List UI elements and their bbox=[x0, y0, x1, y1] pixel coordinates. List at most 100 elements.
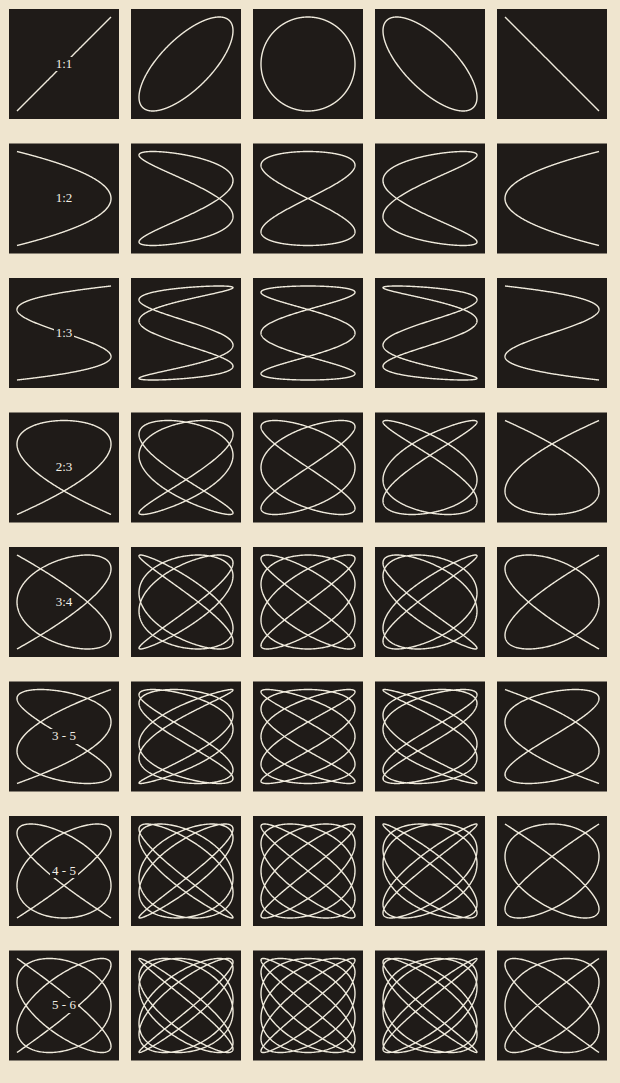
lissajous-panel bbox=[131, 144, 241, 254]
lissajous-curve bbox=[505, 152, 599, 246]
lissajous-curve bbox=[505, 421, 599, 515]
ratio-panel: 2:3 bbox=[9, 413, 119, 523]
dark-square bbox=[253, 951, 363, 1061]
lissajous-panel bbox=[497, 951, 607, 1061]
ratio-label: 5 - 6 bbox=[50, 998, 78, 1012]
lissajous-curve bbox=[17, 152, 111, 246]
lissajous-curve bbox=[139, 152, 233, 246]
lissajous-panel bbox=[131, 682, 241, 792]
lissajous-panel bbox=[497, 816, 607, 926]
dark-square bbox=[375, 278, 485, 388]
lissajous-panel bbox=[253, 9, 363, 119]
lissajous-curve bbox=[383, 959, 477, 1053]
ratio-panel: 1:2 bbox=[9, 144, 119, 254]
dark-square bbox=[9, 951, 119, 1061]
lissajous-panel bbox=[131, 547, 241, 657]
dark-square bbox=[497, 682, 607, 792]
lissajous-panel bbox=[9, 547, 119, 657]
lissajous-panel bbox=[253, 951, 363, 1061]
lissajous-curve bbox=[383, 690, 477, 784]
lissajous-panel bbox=[9, 9, 119, 119]
ratio-label: 3 - 5 bbox=[50, 729, 78, 743]
lissajous-curve bbox=[261, 690, 355, 784]
dark-square bbox=[253, 144, 363, 254]
lissajous-panel bbox=[131, 951, 241, 1061]
dark-square bbox=[497, 9, 607, 119]
dark-square bbox=[375, 144, 485, 254]
lissajous-curve bbox=[261, 421, 355, 515]
dark-square bbox=[253, 682, 363, 792]
ratio-panel: 5 - 6 bbox=[9, 951, 119, 1061]
lissajous-curve bbox=[505, 555, 599, 649]
dark-square bbox=[375, 9, 485, 119]
lissajous-curve bbox=[139, 555, 233, 649]
lissajous-curve bbox=[17, 959, 111, 1053]
dark-square bbox=[253, 9, 363, 119]
lissajous-panel bbox=[497, 413, 607, 523]
lissajous-panel bbox=[375, 951, 485, 1061]
lissajous-curve bbox=[139, 959, 233, 1053]
lissajous-panel bbox=[253, 413, 363, 523]
lissajous-curve bbox=[261, 959, 355, 1053]
dark-square bbox=[131, 9, 241, 119]
dark-square bbox=[9, 278, 119, 388]
ratio-label: 2:3 bbox=[54, 460, 75, 474]
ratio-panel: 1:1 bbox=[9, 9, 119, 119]
dark-square bbox=[375, 682, 485, 792]
lissajous-panel bbox=[497, 144, 607, 254]
dark-square bbox=[253, 413, 363, 523]
ratio-panel: 4 - 5 bbox=[9, 816, 119, 926]
lissajous-curve bbox=[139, 17, 233, 111]
lissajous-panel bbox=[131, 9, 241, 119]
dark-square bbox=[497, 278, 607, 388]
dark-square bbox=[9, 547, 119, 657]
dark-square bbox=[497, 413, 607, 523]
lissajous-curve bbox=[383, 555, 477, 649]
lissajous-panel bbox=[253, 682, 363, 792]
dark-square bbox=[9, 9, 119, 119]
lissajous-curve bbox=[139, 421, 233, 515]
lissajous-curve bbox=[261, 824, 355, 918]
dark-square bbox=[131, 816, 241, 926]
dark-square bbox=[131, 413, 241, 523]
lissajous-curve bbox=[505, 824, 599, 918]
ratio-label: 1:1 bbox=[54, 57, 75, 71]
lissajous-panel bbox=[375, 547, 485, 657]
ratio-panel: 3:4 bbox=[9, 547, 119, 657]
lissajous-panel bbox=[375, 144, 485, 254]
lissajous-curve bbox=[383, 17, 477, 111]
dark-square bbox=[253, 278, 363, 388]
lissajous-panel bbox=[9, 413, 119, 523]
lissajous-curve bbox=[505, 959, 599, 1053]
lissajous-panel bbox=[497, 278, 607, 388]
lissajous-panel bbox=[497, 9, 607, 119]
lissajous-curve bbox=[383, 286, 477, 380]
dark-square bbox=[131, 951, 241, 1061]
lissajous-curve bbox=[261, 286, 355, 380]
dark-square bbox=[9, 816, 119, 926]
dark-square bbox=[497, 144, 607, 254]
lissajous-panel bbox=[131, 278, 241, 388]
dark-square bbox=[375, 816, 485, 926]
ratio-panel: 3 - 5 bbox=[9, 682, 119, 792]
lissajous-panel bbox=[253, 547, 363, 657]
lissajous-curve bbox=[17, 690, 111, 784]
dark-square bbox=[131, 278, 241, 388]
lissajous-curve bbox=[505, 17, 599, 111]
ratio-label: 1:2 bbox=[54, 191, 75, 205]
dark-square bbox=[375, 413, 485, 523]
lissajous-curve bbox=[383, 824, 477, 918]
lissajous-curve bbox=[261, 17, 355, 111]
lissajous-panel bbox=[497, 547, 607, 657]
dark-square bbox=[375, 951, 485, 1061]
lissajous-curve bbox=[505, 690, 599, 784]
ratio-label: 4 - 5 bbox=[50, 864, 78, 878]
lissajous-panel bbox=[9, 682, 119, 792]
lissajous-curve bbox=[383, 421, 477, 515]
dark-square bbox=[131, 144, 241, 254]
dark-square bbox=[9, 682, 119, 792]
lissajous-panel bbox=[375, 9, 485, 119]
lissajous-curve bbox=[139, 286, 233, 380]
lissajous-curve bbox=[17, 555, 111, 649]
lissajous-panel bbox=[9, 278, 119, 388]
